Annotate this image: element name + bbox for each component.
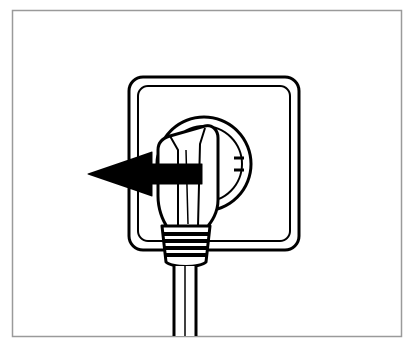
instruction-illustration xyxy=(0,0,414,347)
unplug-diagram xyxy=(0,0,414,347)
